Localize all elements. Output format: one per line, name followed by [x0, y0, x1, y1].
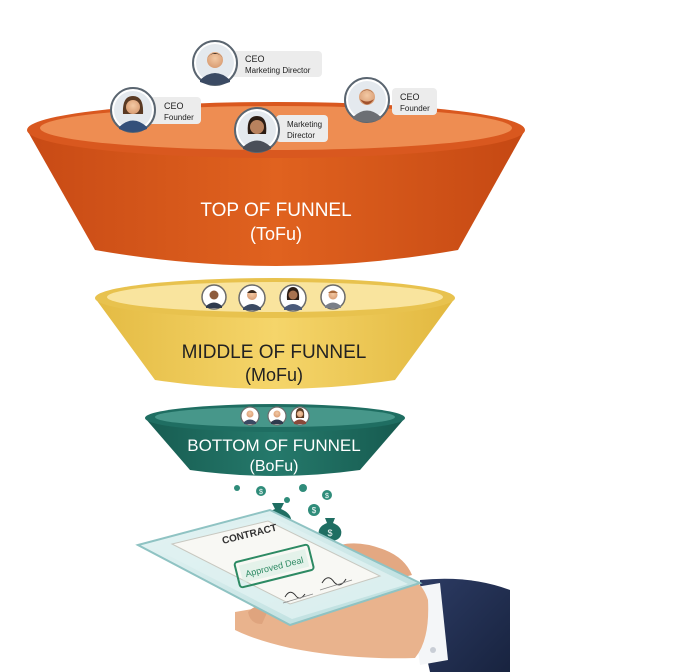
persona-card-ceo-marketing-director: CEO Marketing Director [192, 40, 322, 86]
middle-of-funnel-stage: MIDDLE OF FUNNEL (MoFu) [95, 278, 455, 389]
middle-funnel-body [95, 298, 455, 389]
persona-label-box [222, 51, 322, 77]
cuff-button [430, 647, 436, 653]
persona-subtitle: Founder [164, 113, 194, 122]
persona-card-ceo-founder-right: CEO Founder [344, 77, 437, 123]
top-funnel-body [27, 130, 525, 266]
persona-title: CEO [400, 92, 420, 102]
man-avatar-icon [267, 406, 287, 426]
coin-symbol: $ [259, 489, 263, 496]
persona-title: CEO [164, 101, 184, 111]
money-bag-icon: $ [318, 518, 342, 541]
top-funnel-abbr: (ToFu) [250, 224, 302, 244]
coin-icon [322, 490, 332, 500]
persona-subtitle: Founder [400, 104, 430, 113]
persona-card-ceo-founder-left: CEO Founder [110, 87, 201, 133]
persona-label-box [392, 88, 437, 115]
bottom-funnel-abbr: (BoFu) [250, 458, 299, 475]
coin-icon [308, 504, 320, 516]
bottom-funnel-title: BOTTOM OF FUNNEL [187, 436, 360, 455]
middle-funnel-abbr: (MoFu) [245, 365, 303, 385]
coin-icon [299, 484, 307, 492]
coin-icon [284, 497, 290, 503]
coin-icon [256, 486, 266, 496]
middle-funnel-title: MIDDLE OF FUNNEL [182, 342, 367, 363]
contract-tablet-icon: CONTRACT Approved Deal [135, 508, 423, 627]
bottom-funnel-body [145, 418, 405, 476]
middle-funnel-avatars [201, 284, 346, 312]
woman-avatar-icon [290, 406, 310, 426]
middle-funnel-opening [107, 282, 443, 312]
persona-title: CEO [245, 54, 265, 64]
man-avatar-icon [240, 406, 260, 426]
man-avatar-icon [320, 284, 346, 310]
persona-title: Marketing [287, 120, 322, 129]
persona-label-box [276, 115, 328, 142]
persona-subtitle: Director [287, 131, 315, 140]
bottom-funnel-avatars [240, 406, 310, 426]
coin-icon [234, 485, 240, 491]
coin-symbol: $ [312, 506, 317, 515]
woman-avatar-icon [110, 87, 156, 133]
man-avatar-icon [192, 40, 238, 86]
persona-subtitle: Marketing Director [245, 66, 311, 75]
woman-avatar-icon [279, 284, 307, 312]
man-avatar-icon [238, 284, 266, 312]
woman-avatar-icon [234, 107, 280, 153]
top-funnel-title: TOP OF FUNNEL [200, 200, 351, 221]
man-avatar-icon [201, 284, 227, 310]
money-bag-symbol: $ [327, 528, 332, 538]
persona-label-box [141, 97, 201, 124]
bearded-man-avatar-icon [344, 77, 390, 123]
coin-symbol: $ [325, 493, 329, 500]
persona-card-marketing-director: Marketing Director [234, 107, 328, 153]
